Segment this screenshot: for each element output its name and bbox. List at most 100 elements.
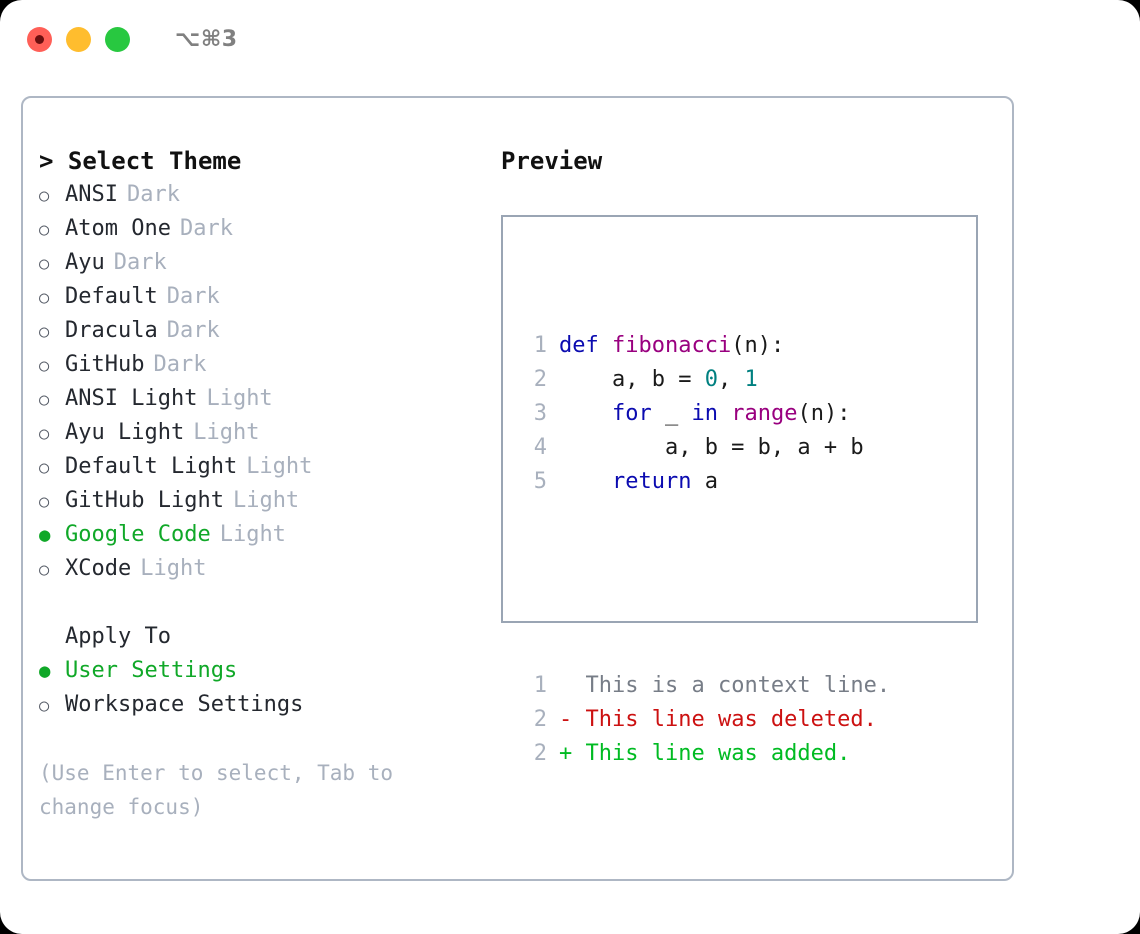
code-token-plain: a <box>691 469 718 494</box>
diff-line-number: 2 <box>533 707 547 732</box>
theme-option-tag: Dark <box>153 352 207 377</box>
theme-option-tag: Light <box>193 420 260 445</box>
theme-option-label: ANSI Light <box>65 386 198 411</box>
theme-option-xcode[interactable]: ○ XCode Light <box>39 552 479 586</box>
code-token-kw: return <box>611 469 692 494</box>
code-line-text: for _ in range(n): <box>559 397 850 431</box>
theme-option-tag: Light <box>219 522 286 547</box>
radio-unselected-icon: ○ <box>39 254 50 274</box>
diff-line-number: 1 <box>533 673 547 698</box>
theme-option-ayu-light[interactable]: ○ Ayu Light Light <box>39 416 479 450</box>
diff-line: 1 This is a context line. <box>513 669 890 703</box>
code-line-text: a, b = 0, 1 <box>559 363 758 397</box>
radio-unselected-icon: ○ <box>39 288 50 308</box>
code-token-plain: a, b = <box>559 367 705 392</box>
list-spacer <box>39 586 479 620</box>
preview-box: 1 def fibonacci (n): 2 a, b = 0, 1 3 for _ i… <box>501 215 978 766</box>
code-line-number: 2 <box>533 367 547 392</box>
theme-option-default-light[interactable]: ○ Default Light Light <box>39 450 479 484</box>
diff-text: This line was added. <box>585 741 851 766</box>
theme-option-tag: Dark <box>126 182 180 207</box>
code-token-num: 0 <box>704 367 718 392</box>
diff-text: This is a context line. <box>585 673 891 698</box>
code-diff-spacer <box>513 567 890 601</box>
theme-option-tag: Light <box>206 386 273 411</box>
code-line: 5 return a <box>513 465 890 499</box>
code-token-plain <box>559 469 612 494</box>
radio-unselected-icon: ○ <box>39 424 50 444</box>
theme-option-tag: Dark <box>166 318 220 343</box>
apply-to-option-label: User Settings <box>65 658 238 683</box>
radio-unselected-icon: ○ <box>39 186 50 206</box>
code-token-plain: , <box>717 367 745 392</box>
traffic-light-group <box>27 26 130 52</box>
code-line-number: 1 <box>533 333 547 358</box>
theme-option-ansi[interactable]: ○ ANSI Dark <box>39 178 479 212</box>
code-token-kw: in <box>691 401 718 426</box>
theme-option-tag: Light <box>140 556 207 581</box>
diff-line-text: This is a context line. <box>559 669 891 703</box>
apply-to-option-user-settings[interactable]: ●User Settings <box>39 654 479 688</box>
theme-option-label: XCode <box>65 556 132 581</box>
theme-option-label: Ayu Light <box>65 420 185 445</box>
theme-option-tag: Dark <box>166 284 220 309</box>
radio-unselected-icon: ○ <box>39 560 50 580</box>
code-line-number: 5 <box>533 469 547 494</box>
theme-option-label: Atom One <box>65 216 171 241</box>
theme-option-label: Default <box>65 284 158 309</box>
code-token-plain: a, b = b, a + b <box>559 435 864 460</box>
apply-to-heading: Apply To <box>65 624 171 649</box>
window-titlebar: ⌥⌘3 <box>0 0 1140 78</box>
diff-text: This line was deleted. <box>585 707 877 732</box>
code-line-text: return a <box>559 465 718 499</box>
minimize-button[interactable] <box>66 26 91 52</box>
keyboard-hint-text: (Use Enter to select, Tab to change focu… <box>39 761 394 819</box>
theme-option-label: GitHub <box>65 352 145 377</box>
code-sample: 1 def fibonacci (n): 2 a, b = 0, 1 3 for _ i… <box>513 261 890 839</box>
diff-line: 2- This line was deleted. <box>513 703 890 737</box>
maximize-button[interactable] <box>105 26 130 52</box>
theme-option-tag: Light <box>246 454 313 479</box>
diff-line-text: + This line was added. <box>559 737 850 771</box>
code-token-fn: fibonacci <box>611 333 732 358</box>
close-button[interactable] <box>27 26 52 52</box>
code-token-plain: (n): <box>797 401 851 426</box>
radio-unselected-icon: ○ <box>39 458 50 478</box>
theme-option-label: Dracula <box>65 318 158 343</box>
theme-option-github[interactable]: ○ GitHub Dark <box>39 348 479 382</box>
theme-option-tag: Dark <box>179 216 233 241</box>
code-token-fn: range <box>731 401 798 426</box>
radio-unselected-icon: ○ <box>39 390 50 410</box>
theme-option-label: ANSI <box>65 182 118 207</box>
code-line: 4 a, b = b, a + b <box>513 431 890 465</box>
radio-unselected-icon: ○ <box>39 356 50 376</box>
code-line-number: 3 <box>533 401 547 426</box>
diff-marker <box>559 673 572 698</box>
apply-to-option-list[interactable]: ●User Settings○Workspace Settings <box>39 654 479 722</box>
diff-line: 2 + This line was added. <box>513 737 890 771</box>
radio-selected-icon: ● <box>39 524 51 546</box>
code-token-kw: def <box>559 333 612 358</box>
theme-option-label: Ayu <box>65 250 105 275</box>
apply-to-option-label: Workspace Settings <box>65 692 304 717</box>
theme-option-default[interactable]: ○ Default Dark <box>39 280 479 314</box>
code-line: 2 a, b = 0, 1 <box>513 363 890 397</box>
code-token-plain <box>559 401 612 426</box>
diff-line-number: 2 <box>533 741 547 766</box>
code-token-num: 1 <box>744 367 758 392</box>
diff-line-list: 1 This is a context line.2- This line wa… <box>513 669 890 771</box>
theme-option-label: Default Light <box>65 454 238 479</box>
select-theme-heading: > Select Theme <box>39 147 242 175</box>
apply-to-option-workspace-settings[interactable]: ○Workspace Settings <box>39 688 479 722</box>
theme-option-ansi-light[interactable]: ○ ANSI Light Light <box>39 382 479 416</box>
